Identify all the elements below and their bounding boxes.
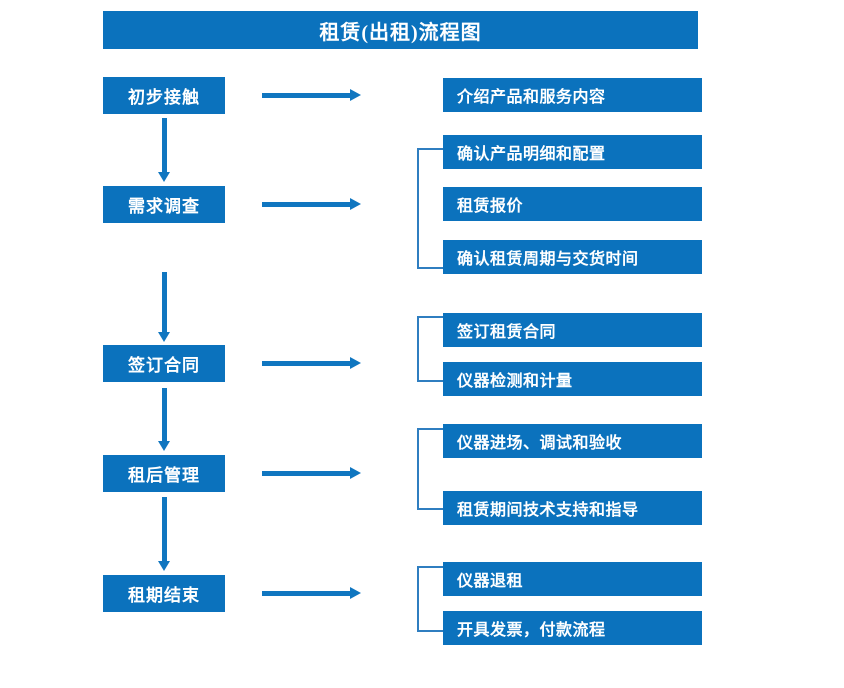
arrow-shaft [262,471,350,476]
vertical-arrow-3 [158,388,170,451]
vertical-arrow-2 [158,272,170,342]
detail-box-5[interactable]: 签订租赁合同 [443,313,702,347]
vertical-arrow-1 [158,118,170,182]
arrow-head-icon [158,561,170,571]
horizontal-arrow-4 [262,467,361,479]
vertical-arrow-4 [158,497,170,571]
arrow-shaft [262,591,350,596]
arrow-head-icon [350,467,361,479]
detail-box-7[interactable]: 仪器进场、调试和验收 [443,424,702,458]
detail-box-4[interactable]: 确认租赁周期与交货时间 [443,240,702,274]
arrow-shaft [262,202,350,207]
detail-box-3[interactable]: 租赁报价 [443,187,702,221]
arrow-shaft [162,118,167,172]
detail-box-8[interactable]: 租赁期间技术支持和指导 [443,491,702,525]
horizontal-arrow-2 [262,198,361,210]
arrow-head-icon [350,89,361,101]
arrow-head-icon [158,332,170,342]
arrow-head-icon [350,357,361,369]
detail-box-9[interactable]: 仪器退租 [443,562,702,596]
detail-box-10[interactable]: 开具发票，付款流程 [443,611,702,645]
bracket-connector-4 [417,428,443,510]
page-title: 租赁(出租)流程图 [103,11,698,49]
arrow-shaft [262,93,350,98]
arrow-shaft [162,272,167,332]
stage-box-2[interactable]: 需求调查 [103,186,225,223]
bracket-connector-3 [417,316,443,382]
arrow-head-icon [158,441,170,451]
arrow-shaft [162,497,167,561]
detail-box-1[interactable]: 介绍产品和服务内容 [443,78,702,112]
arrow-head-icon [350,587,361,599]
stage-box-1[interactable]: 初步接触 [103,77,225,114]
arrow-head-icon [350,198,361,210]
bracket-connector-5 [417,566,443,632]
arrow-shaft [262,361,350,366]
stage-box-3[interactable]: 签订合同 [103,345,225,382]
arrow-shaft [162,388,167,441]
arrow-head-icon [158,172,170,182]
horizontal-arrow-1 [262,89,361,101]
bracket-connector-2 [417,148,443,269]
horizontal-arrow-3 [262,357,361,369]
stage-box-5[interactable]: 租期结束 [103,575,225,612]
stage-box-4[interactable]: 租后管理 [103,455,225,492]
horizontal-arrow-5 [262,587,361,599]
detail-box-2[interactable]: 确认产品明细和配置 [443,135,702,169]
detail-box-6[interactable]: 仪器检测和计量 [443,362,702,396]
